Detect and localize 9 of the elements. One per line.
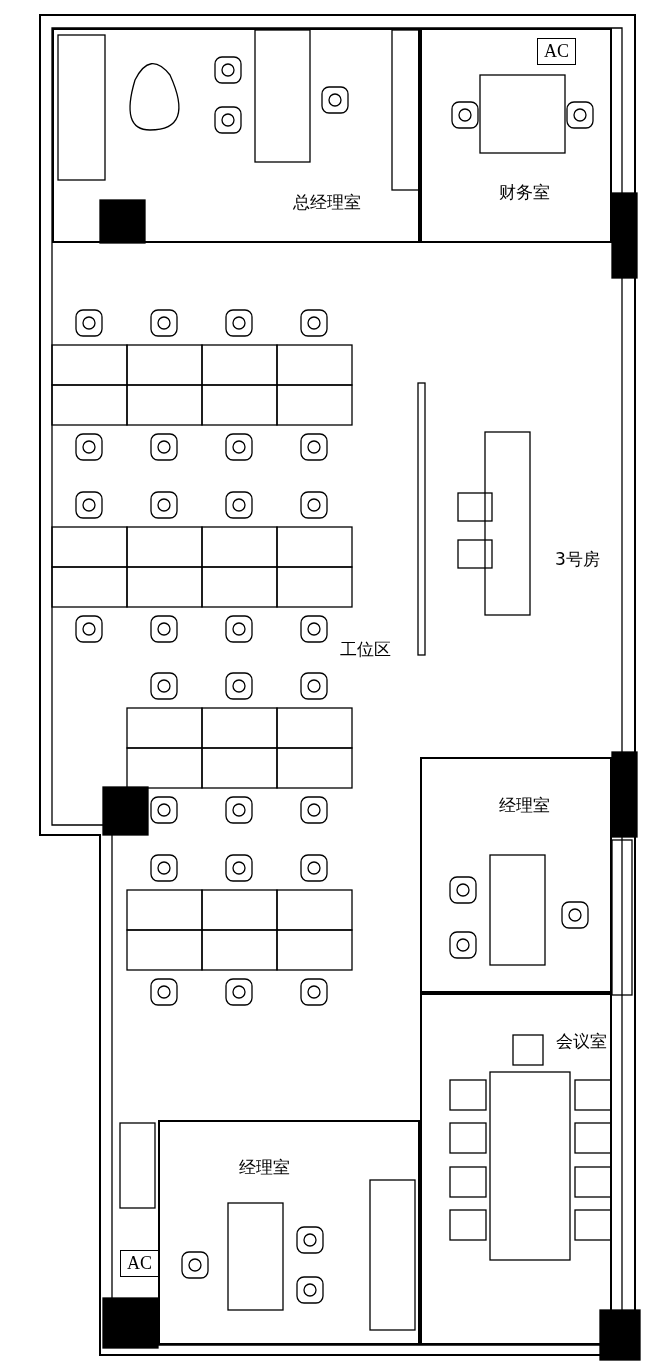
room-outline: [158, 1120, 420, 1345]
ac-unit-label: AC: [537, 38, 576, 65]
room-outline: [52, 28, 420, 243]
room-outline: [420, 993, 612, 1345]
area-name: 3号房: [555, 548, 600, 571]
ac-unit-label: AC: [120, 1250, 159, 1277]
room-name: 财务室: [498, 180, 550, 204]
area-name: 工位区: [340, 638, 391, 661]
room-outline: [420, 757, 612, 993]
